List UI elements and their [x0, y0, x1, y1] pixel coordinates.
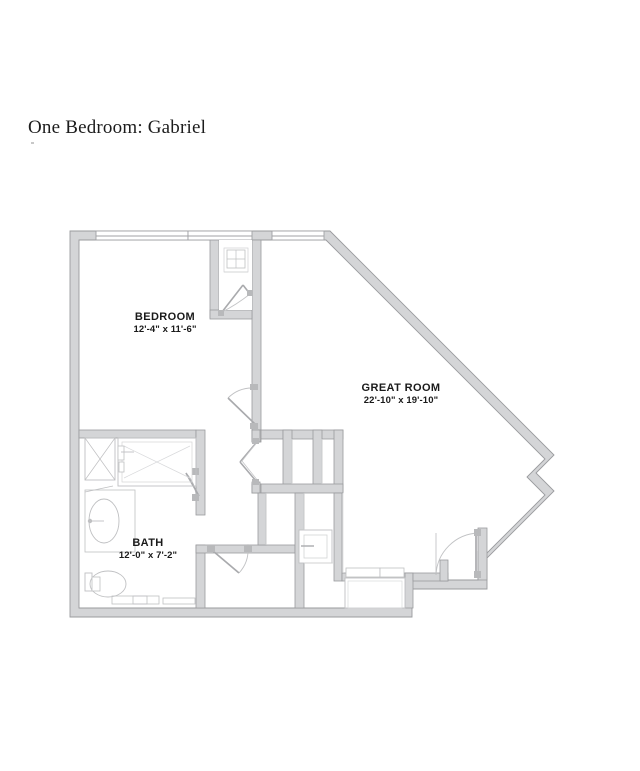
- window-group: [95, 230, 325, 241]
- hall-closet-bifold-door: [239, 438, 259, 485]
- vanity-sink: [84, 485, 136, 553]
- room-name-great-room: GREAT ROOM: [361, 382, 441, 394]
- room-name-bedroom: BEDROOM: [134, 311, 196, 323]
- room-label-bath: BATH 12'-0" x 7'-2": [119, 537, 177, 562]
- room-dimensions-bedroom: 12'-4" x 11'-6": [133, 324, 197, 335]
- utility-door: [207, 545, 252, 574]
- bath-counter: [111, 595, 196, 605]
- title-underline-mark: [31, 142, 34, 144]
- shower-tub: [117, 437, 197, 487]
- kitchen-appliance: [298, 529, 333, 564]
- bedroom-entry-door: [227, 384, 258, 429]
- kitchen-fixtures: [265, 493, 406, 609]
- bedroom-closet: [218, 240, 253, 316]
- bedroom-window-1: [95, 230, 189, 241]
- kitchen-island: [344, 577, 406, 609]
- interior-detail-lines: [291, 439, 344, 573]
- bath-fixtures: [84, 437, 197, 605]
- room-label-great-room: GREAT ROOM 22'-10" x 19'-10": [362, 382, 441, 407]
- room-name-bath: BATH: [132, 537, 164, 549]
- great-room-window-1: [271, 230, 325, 241]
- linen-closet: [84, 437, 116, 481]
- toilet: [84, 570, 127, 598]
- kitchen-upper-cabinets: [345, 567, 405, 578]
- room-dimensions-bath: 12'-0" x 7'-2": [118, 550, 178, 561]
- unit-entry-door: [435, 529, 481, 578]
- room-dimensions-great-room: 22'-10" x 19'-10": [363, 395, 439, 406]
- page-title: One Bedroom: Gabriel: [28, 117, 207, 138]
- bedroom-window-2: [187, 230, 253, 241]
- room-label-bedroom: BEDROOM 12'-4" x 11'-6": [133, 311, 196, 336]
